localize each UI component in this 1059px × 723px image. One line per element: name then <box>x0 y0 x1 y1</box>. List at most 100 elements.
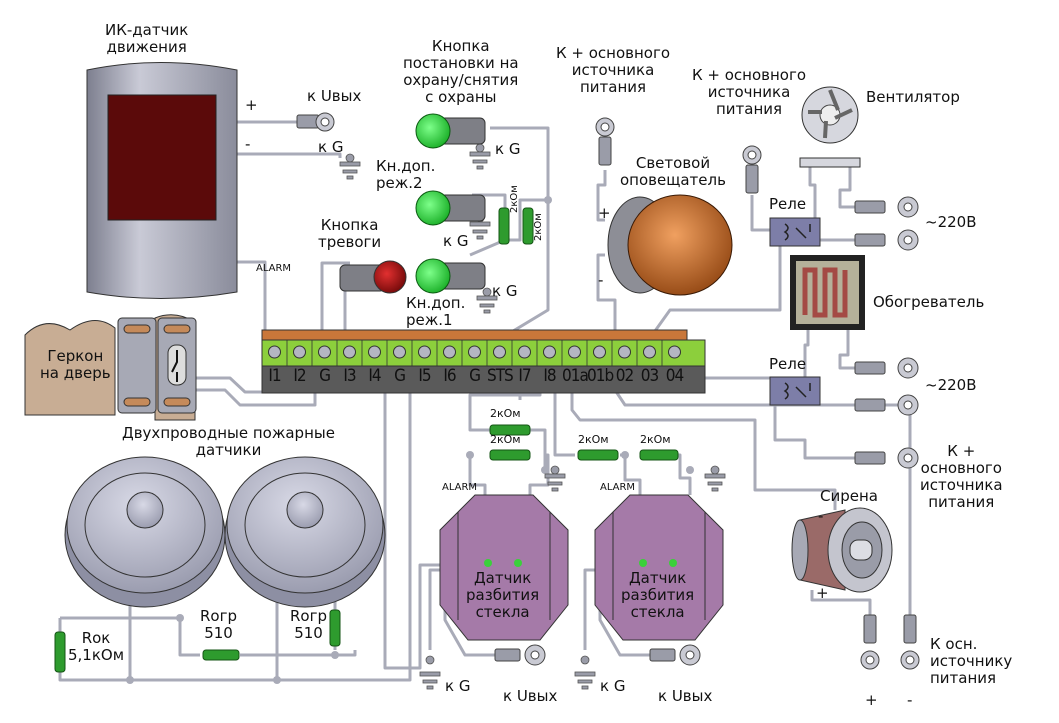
terminal-label: 02 <box>615 366 634 386</box>
fan-mains-label: ~220В <box>925 213 977 231</box>
panic-button <box>339 260 407 294</box>
fire-sensor-1 <box>64 456 226 608</box>
resistor-glass1-a <box>489 424 531 436</box>
terminal-screw-g <box>318 345 331 359</box>
glass1-uout-label: к Uвых <box>503 687 558 705</box>
siren-minus-label: - <box>818 507 824 525</box>
extra1-line2: реж.1 <box>406 311 453 329</box>
extra2-label: Кн.доп.реж.2 <box>376 158 435 192</box>
resistor-btn-1 <box>498 207 510 245</box>
fire-line1: Двухпроводные пожарные <box>122 424 335 442</box>
terminal-screw-04 <box>668 345 681 359</box>
terminal-screw-i1 <box>268 345 281 359</box>
light-signal-lamp <box>607 194 733 296</box>
reed-line1: Геркон <box>47 347 104 365</box>
resistor-rlim-1 <box>202 649 240 661</box>
terminal-label: I6 <box>443 366 456 386</box>
glass-break-sensor-1 <box>439 494 569 641</box>
r2-line1: К + <box>947 442 976 460</box>
extra-mode-2-button <box>415 190 486 226</box>
ground-icon <box>574 655 596 690</box>
ring-terminal-relay-supply <box>742 145 762 194</box>
glass1-r2-label: 2кОм <box>490 433 521 446</box>
r2-line4: питания <box>928 493 995 511</box>
glass1-g-label: к G <box>445 677 471 695</box>
ground-icon <box>419 655 441 690</box>
terminal-label: 01b <box>587 366 614 386</box>
ss-line1: К осн. <box>930 635 978 653</box>
terminal-screw-01b <box>593 345 606 359</box>
extra2-g-label: к G <box>443 232 469 250</box>
ring-terminal-glass2-uout <box>649 644 701 666</box>
ring-terminal-glass1-uout <box>494 644 546 666</box>
resistor-glass2-b <box>639 449 679 461</box>
glass2-r2-label: 2кОм <box>640 433 671 446</box>
ring-terminal-siren-minus <box>900 614 920 670</box>
terminal-screw-02 <box>618 345 631 359</box>
arm-label-3: охрану/снятия <box>403 71 519 89</box>
ring-terminal-ir-uout <box>296 112 335 132</box>
terminal-block <box>261 329 706 394</box>
reed-line2: на дверь <box>40 364 111 382</box>
ir-title-1: ИК-датчик <box>105 21 189 39</box>
ring-terminal-relay2-supply <box>854 447 919 469</box>
relay-fan <box>769 217 821 247</box>
ls-line3: питания <box>579 78 647 96</box>
ground-icon <box>704 465 726 492</box>
rs-line1: К + основного <box>692 66 807 84</box>
heater-label: Обогреватель <box>873 293 985 311</box>
light-plus-label: + <box>598 204 611 222</box>
rok-value: 5,1кОм <box>68 646 125 664</box>
terminal-label: G <box>394 366 406 386</box>
ss-line3: питания <box>930 669 997 687</box>
ir-motion-sensor <box>86 62 238 299</box>
rs-line2: источника <box>707 83 791 101</box>
terminal-screw-g <box>393 345 406 359</box>
g1-line2: разбития <box>466 586 540 604</box>
ground-icon <box>339 153 361 180</box>
ir-plus-label: + <box>245 96 258 114</box>
terminal-label: I2 <box>293 366 306 386</box>
panic-line2: тревоги <box>318 233 382 251</box>
ir-alarm-label: ALARM <box>256 263 292 274</box>
terminal-screw-i6 <box>443 345 456 359</box>
terminal-label: STS <box>487 366 514 386</box>
r2-line3: источника <box>920 476 1003 494</box>
arm-g-label: к G <box>495 140 521 158</box>
glass2-r1-label: 2кОм <box>578 433 609 446</box>
siren-label: Сирена <box>820 487 878 505</box>
btn-resistor-2-label: 2кОм <box>533 213 544 241</box>
terminal-label: G <box>319 366 331 386</box>
terminal-label: 04 <box>665 366 684 386</box>
siren-term-plus: + <box>865 691 878 709</box>
arm-button <box>415 113 486 149</box>
g1-line3: стекла <box>475 603 530 621</box>
resistor-rok <box>54 631 66 673</box>
light-line1: Световой <box>635 154 711 172</box>
junctions <box>126 196 694 684</box>
terminal-screw-i7 <box>518 345 531 359</box>
terminal-screw-i5 <box>418 345 431 359</box>
terminal-label: I4 <box>368 366 381 386</box>
fan-label: Вентилятор <box>866 88 960 106</box>
ring-terminals <box>296 112 920 670</box>
rok-name: Rок <box>81 629 111 647</box>
terminal-screw-sts <box>493 345 506 359</box>
panic-line1: Кнопка <box>320 216 379 234</box>
resistor-glass1-b <box>489 449 531 461</box>
terminal-label: 01a <box>562 366 589 386</box>
ground-symbols <box>339 143 726 690</box>
ground-icon <box>476 287 498 314</box>
g2-line1: Датчик <box>628 569 687 587</box>
terminal-label: I8 <box>543 366 556 386</box>
btn-resistor-1-label: 2кОм <box>509 185 520 213</box>
